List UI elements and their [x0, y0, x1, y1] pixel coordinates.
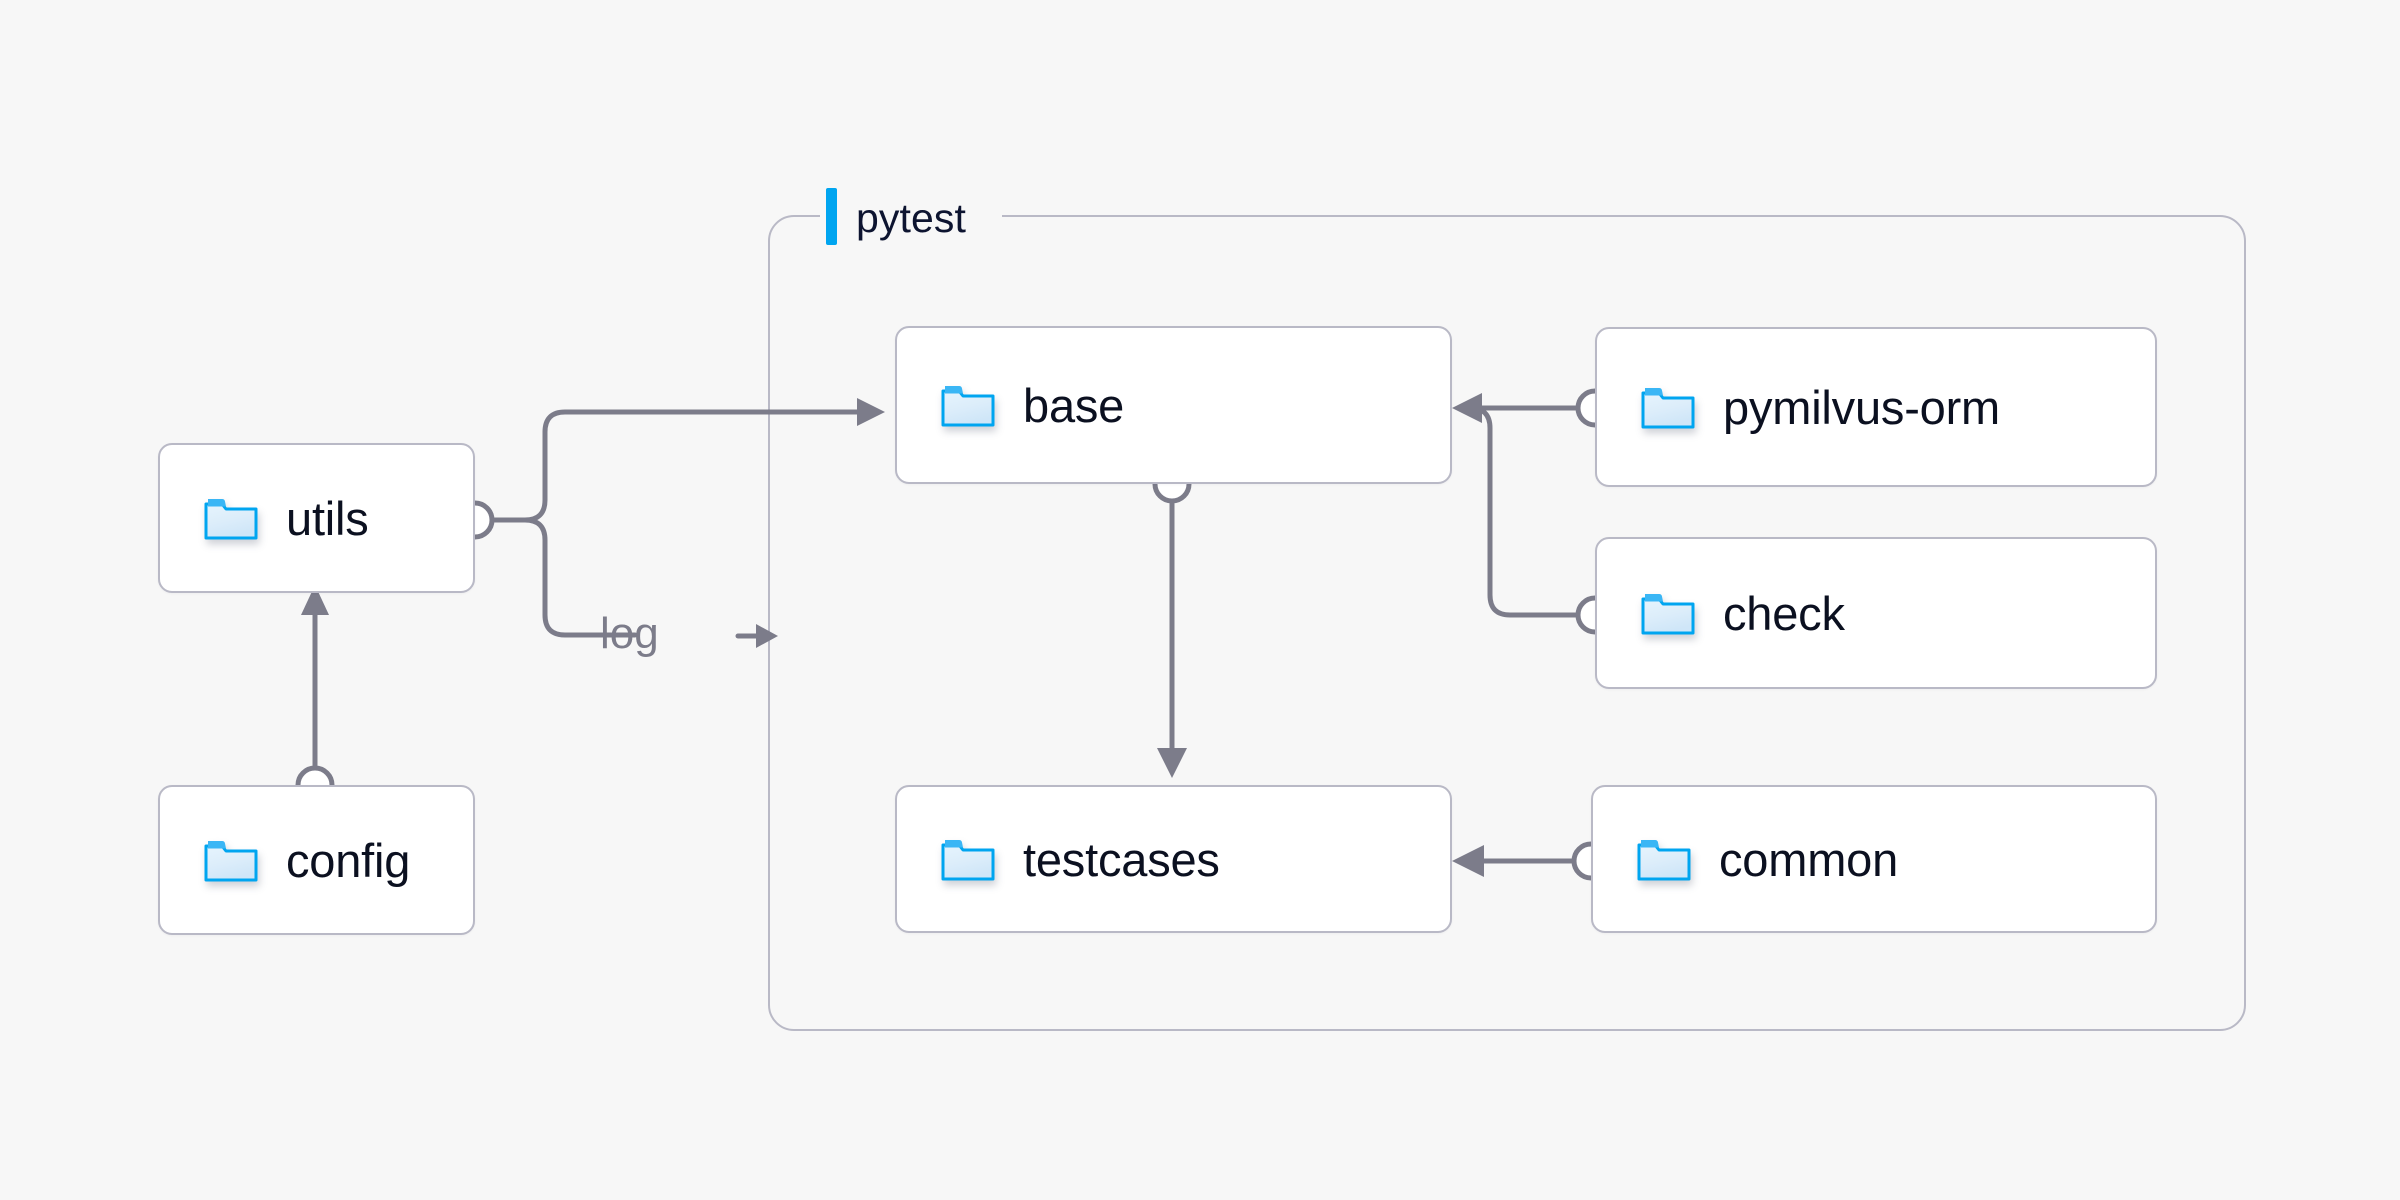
folder-icon [941, 839, 995, 881]
group-accent-bar [826, 188, 837, 245]
node-check[interactable]: check [1595, 537, 2157, 689]
folder-icon [1641, 593, 1695, 635]
node-label: config [286, 833, 411, 887]
edge-config-to-utils [295, 585, 335, 805]
folder-icon [941, 385, 995, 427]
node-label: base [1023, 378, 1125, 432]
folder-icon [1641, 387, 1695, 429]
node-utils[interactable]: utils [158, 443, 475, 593]
node-label: testcases [1023, 832, 1220, 886]
node-label: pymilvus-orm [1723, 380, 2001, 434]
group-label: pytest [856, 195, 966, 241]
edge-label-log: log [600, 609, 659, 658]
node-config[interactable]: config [158, 785, 475, 935]
node-label: common [1719, 832, 1899, 886]
folder-icon [204, 498, 258, 540]
pytest-group-container[interactable] [768, 215, 2246, 1031]
node-label: utils [286, 491, 369, 545]
node-label: check [1723, 586, 1845, 640]
node-testcases[interactable]: testcases [895, 785, 1452, 933]
node-common[interactable]: common [1591, 785, 2157, 933]
folder-icon [204, 840, 258, 882]
node-pymilvus-orm[interactable]: pymilvus-orm [1595, 327, 2157, 487]
folder-icon [1637, 839, 1691, 881]
node-base[interactable]: base [895, 326, 1452, 484]
group-label-background [820, 203, 1002, 229]
